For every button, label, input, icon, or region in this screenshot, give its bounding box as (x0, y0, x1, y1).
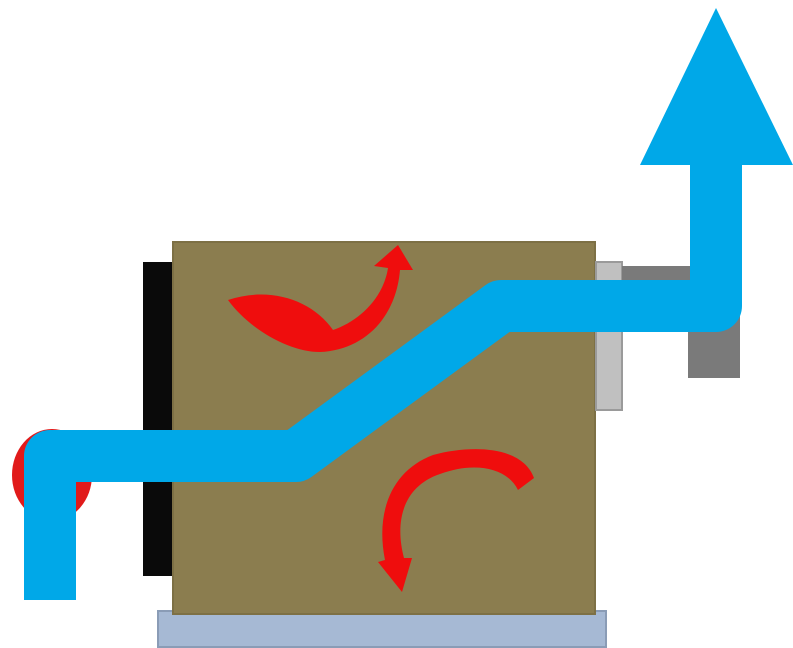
flow-arrow-head (640, 8, 793, 165)
circulation-arrow-icon (228, 245, 413, 352)
front-panel (143, 262, 177, 576)
base-plate (157, 610, 607, 648)
circulation-arrow-icon (378, 449, 534, 592)
flow-path-arrow-icon (24, 160, 742, 600)
